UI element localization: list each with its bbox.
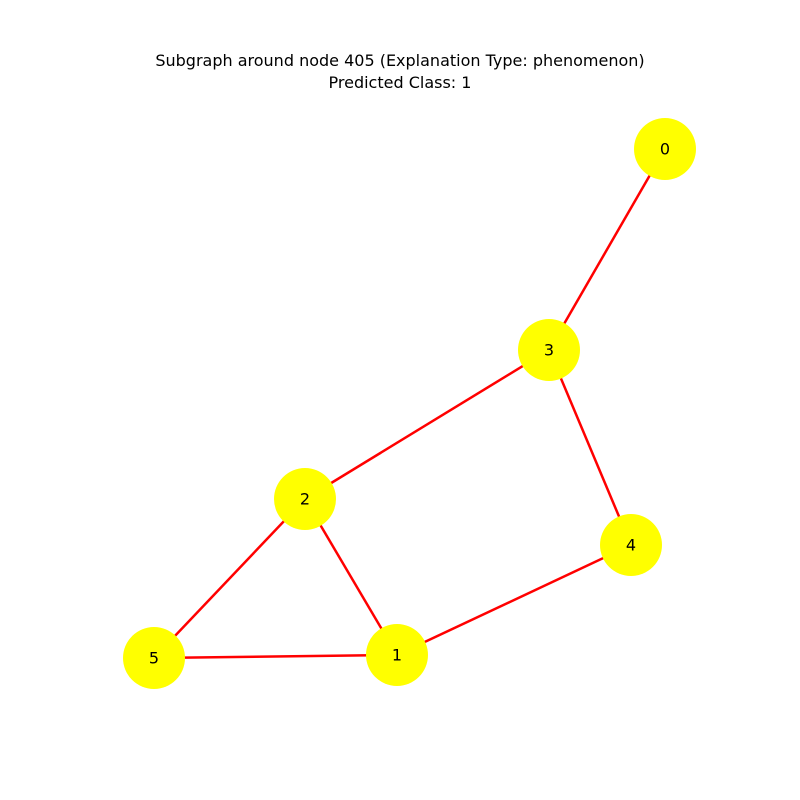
node-2: 2 bbox=[274, 468, 336, 530]
node-4: 4 bbox=[600, 514, 662, 576]
edge-5-1 bbox=[153, 653, 398, 660]
node-label: 2 bbox=[300, 490, 310, 509]
node-label: 4 bbox=[626, 536, 636, 555]
node-circle bbox=[634, 118, 696, 180]
edges-layer bbox=[153, 148, 667, 660]
nodes-layer: 0 1 2 3 4 5 bbox=[123, 118, 696, 689]
edge-0-3 bbox=[547, 148, 667, 351]
edge-3-2 bbox=[304, 348, 550, 501]
figure-title: Subgraph around node 405 (Explanation Ty… bbox=[0, 50, 800, 94]
node-3: 3 bbox=[518, 319, 580, 381]
node-circle bbox=[123, 627, 185, 689]
node-label: 3 bbox=[544, 341, 554, 360]
node-circle bbox=[600, 514, 662, 576]
edge-1-4 bbox=[396, 543, 632, 657]
node-1: 1 bbox=[366, 624, 428, 686]
edge-2-5 bbox=[153, 498, 306, 659]
title-line-2: Predicted Class: 1 bbox=[328, 73, 472, 92]
node-circle bbox=[366, 624, 428, 686]
title-line-1: Subgraph around node 405 (Explanation Ty… bbox=[155, 51, 645, 70]
node-label: 0 bbox=[660, 140, 670, 159]
edge-3-4 bbox=[547, 349, 633, 546]
node-label: 1 bbox=[392, 646, 402, 665]
node-circle bbox=[274, 468, 336, 530]
node-label: 5 bbox=[149, 649, 159, 668]
node-5: 5 bbox=[123, 627, 185, 689]
node-circle bbox=[518, 319, 580, 381]
node-0: 0 bbox=[634, 118, 696, 180]
